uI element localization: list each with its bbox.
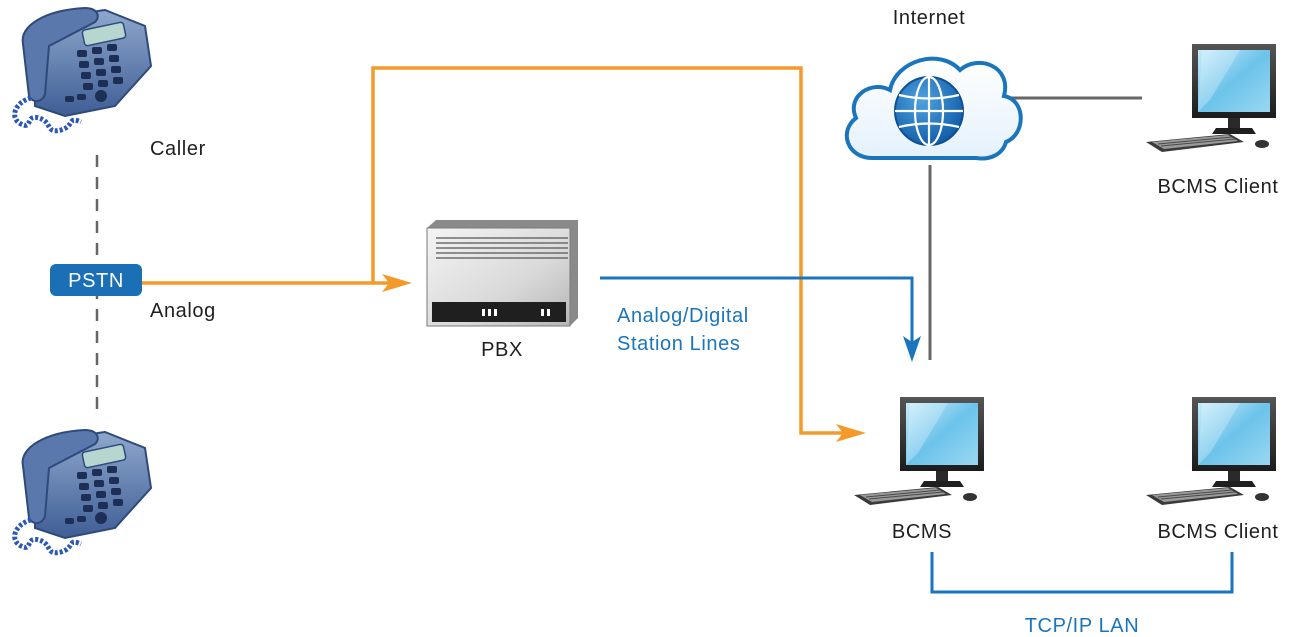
lan-line xyxy=(930,552,1234,594)
caller-label: Caller xyxy=(150,138,206,160)
arrow-to-bcms xyxy=(836,424,866,442)
analog-label: Analog xyxy=(150,300,216,322)
bcms-client-bottom-label: BCMS Client xyxy=(1157,521,1278,543)
arrow-station-lines xyxy=(903,336,921,362)
caller-telephone-icon xyxy=(15,8,151,131)
pbx-box-icon xyxy=(426,220,578,327)
bcms-client-top-computer-icon xyxy=(1145,43,1277,153)
bcms-label: BCMS xyxy=(892,521,952,543)
station-lines-label-line2: Station Lines xyxy=(617,333,740,355)
bcms-computer-icon xyxy=(853,396,985,506)
pstn-label: PSTN xyxy=(68,270,124,292)
pbx-label: PBX xyxy=(481,339,523,361)
cloud-globe-icon xyxy=(844,56,1023,161)
telephone-icon xyxy=(15,430,151,553)
bcms-client-top-label: BCMS Client xyxy=(1157,176,1278,198)
arrow-to-pbx xyxy=(382,274,412,292)
direct-line-to-bcms xyxy=(371,66,845,435)
bcms-client-bottom-computer-icon xyxy=(1145,396,1277,506)
lan-label: TCP/IP LAN xyxy=(1025,615,1140,637)
station-lines-label-line1: Analog/Digital xyxy=(617,305,749,327)
internet-label: Internet xyxy=(893,7,966,29)
station-lines xyxy=(600,276,914,345)
pstn-badge xyxy=(50,264,142,296)
